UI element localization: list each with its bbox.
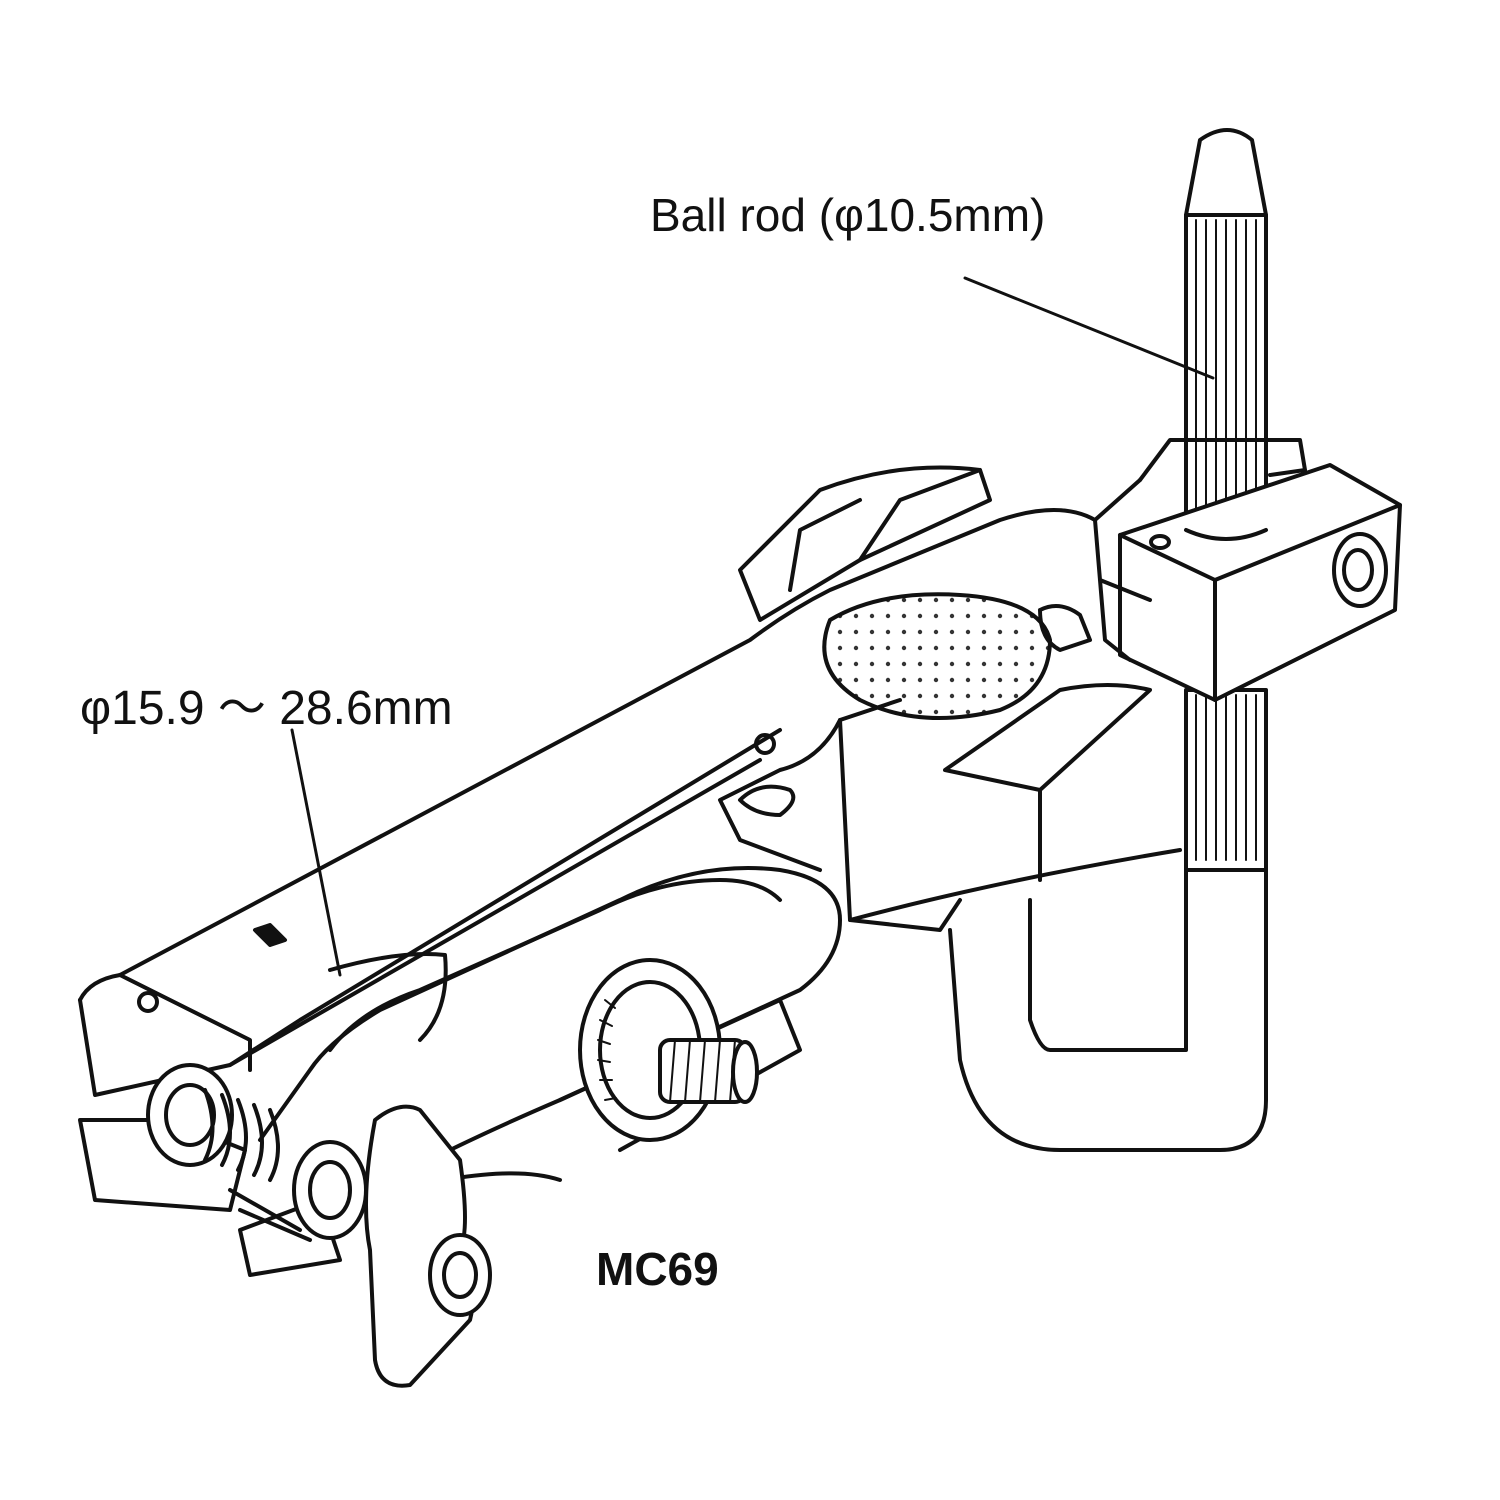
model-name-label: MC69 [596,1243,719,1295]
ball-rod-callout: Ball rod (φ10.5mm) [650,189,1046,241]
clamp-range-leader-line [290,728,342,977]
threaded-stud [578,958,759,1142]
rod-clamp-block [1093,438,1402,702]
spring-screw [146,1063,312,1242]
ball-rod [948,128,1268,1152]
ball-rod-leader-line [963,276,1215,380]
clamp-range-callout: φ15.9 ～ 28.6mm [80,682,453,735]
clamp-body [78,465,1182,1277]
wing-bolt [292,1104,492,1388]
